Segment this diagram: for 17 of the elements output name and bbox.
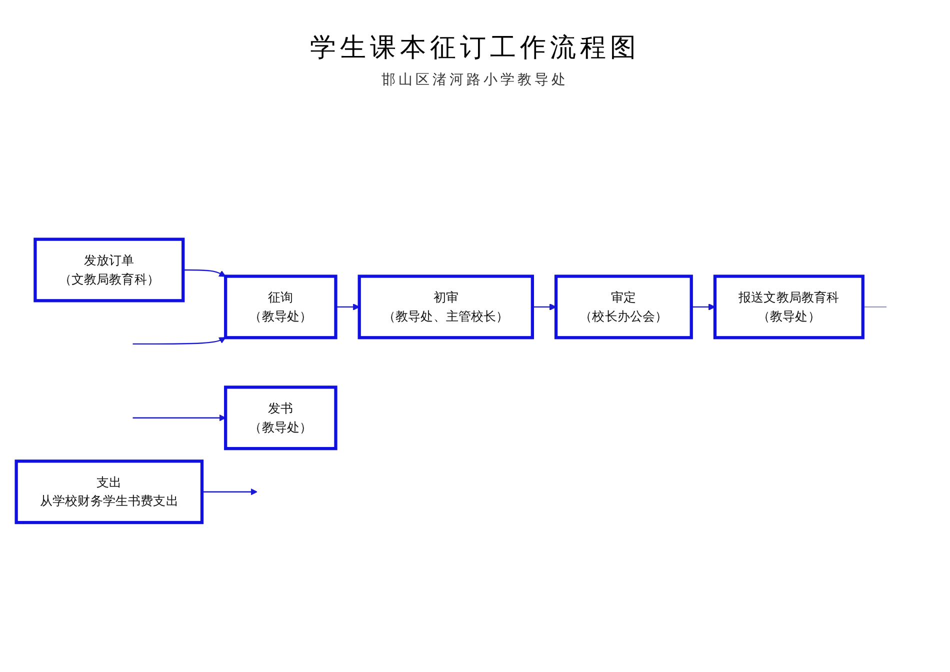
subtitle-text: 邯山区渚河路小学教导处 [382, 71, 568, 89]
connector [862, 306, 886, 308]
node-box: 征询 （教导处） [224, 274, 338, 339]
arrow [532, 303, 556, 310]
node-box: 审定 （校长办公会） [554, 274, 693, 339]
arrow [336, 303, 360, 310]
arrow [132, 336, 226, 344]
arrow [132, 414, 226, 421]
node-box: 发放订单 （文教局教育科） [34, 237, 185, 302]
node-box: 支出 从学校财务学生书费支出 [14, 459, 204, 524]
arrow [202, 488, 258, 495]
node-box: 发书 （教导处） [224, 385, 338, 450]
node-box: 报送文教局教育科 （教导处） [713, 274, 864, 339]
node-box: 初审 （教导处、主管校长） [358, 274, 534, 339]
arrow [183, 268, 226, 276]
diagram-title: 学生课本征订工作流程图 [310, 32, 640, 65]
arrow [691, 303, 716, 310]
